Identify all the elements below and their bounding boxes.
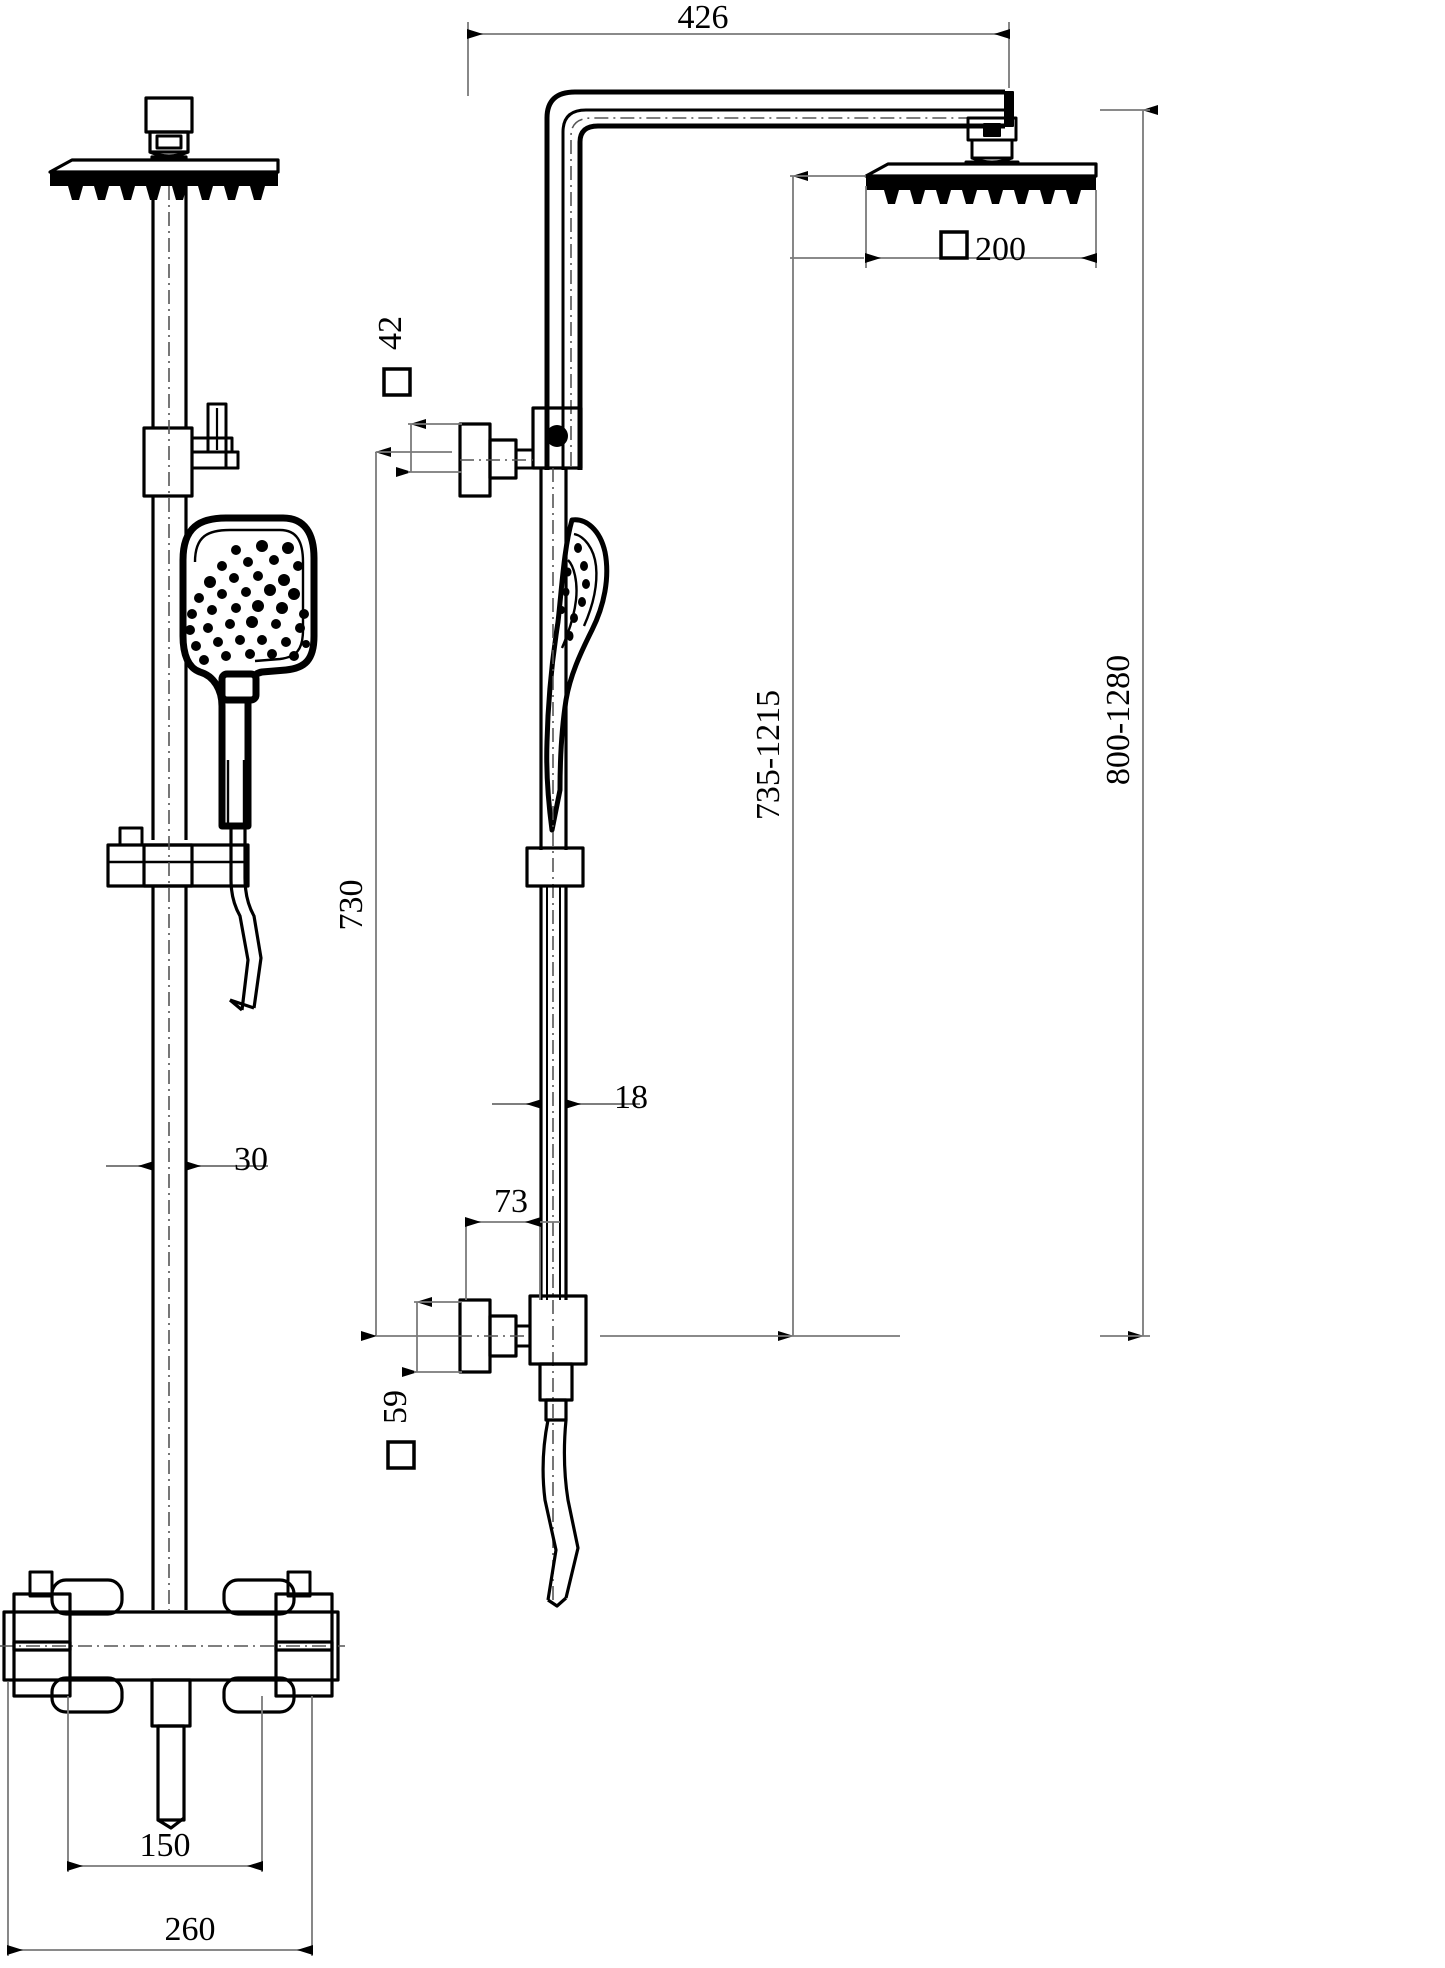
square-symbol-icon-59 bbox=[386, 1440, 416, 1470]
dim-wall-bracket-square: 59 bbox=[377, 1390, 414, 1424]
front-view-geometry bbox=[0, 96, 345, 1830]
dim-riser-width: 30 bbox=[234, 1141, 268, 1178]
dim-inlet-centers: 150 bbox=[140, 1827, 191, 1864]
square-symbol-icon-42 bbox=[382, 367, 412, 397]
side-view-geometry bbox=[458, 89, 1098, 1608]
dim-valve-body-width: 260 bbox=[165, 1911, 216, 1948]
dim-rail-square: 42 bbox=[372, 316, 409, 350]
dim-bracket-offset: 73 bbox=[494, 1183, 528, 1220]
dim-rail-length-range: 735-1215 bbox=[750, 690, 787, 820]
dimension-lines bbox=[7, 22, 1158, 1956]
dimension-labels: 426 200 42 730 735-1215 800-1280 18 73 5… bbox=[140, 0, 1138, 1948]
square-symbol-icon-200 bbox=[939, 230, 969, 260]
dim-rain-head-square: 200 bbox=[975, 231, 1026, 268]
dim-overall-height-range: 800-1280 bbox=[1100, 655, 1137, 785]
dim-arm-reach: 426 bbox=[678, 0, 729, 36]
dim-hand-shower-height: 730 bbox=[333, 880, 370, 931]
dim-rail-diameter: 18 bbox=[614, 1079, 648, 1116]
